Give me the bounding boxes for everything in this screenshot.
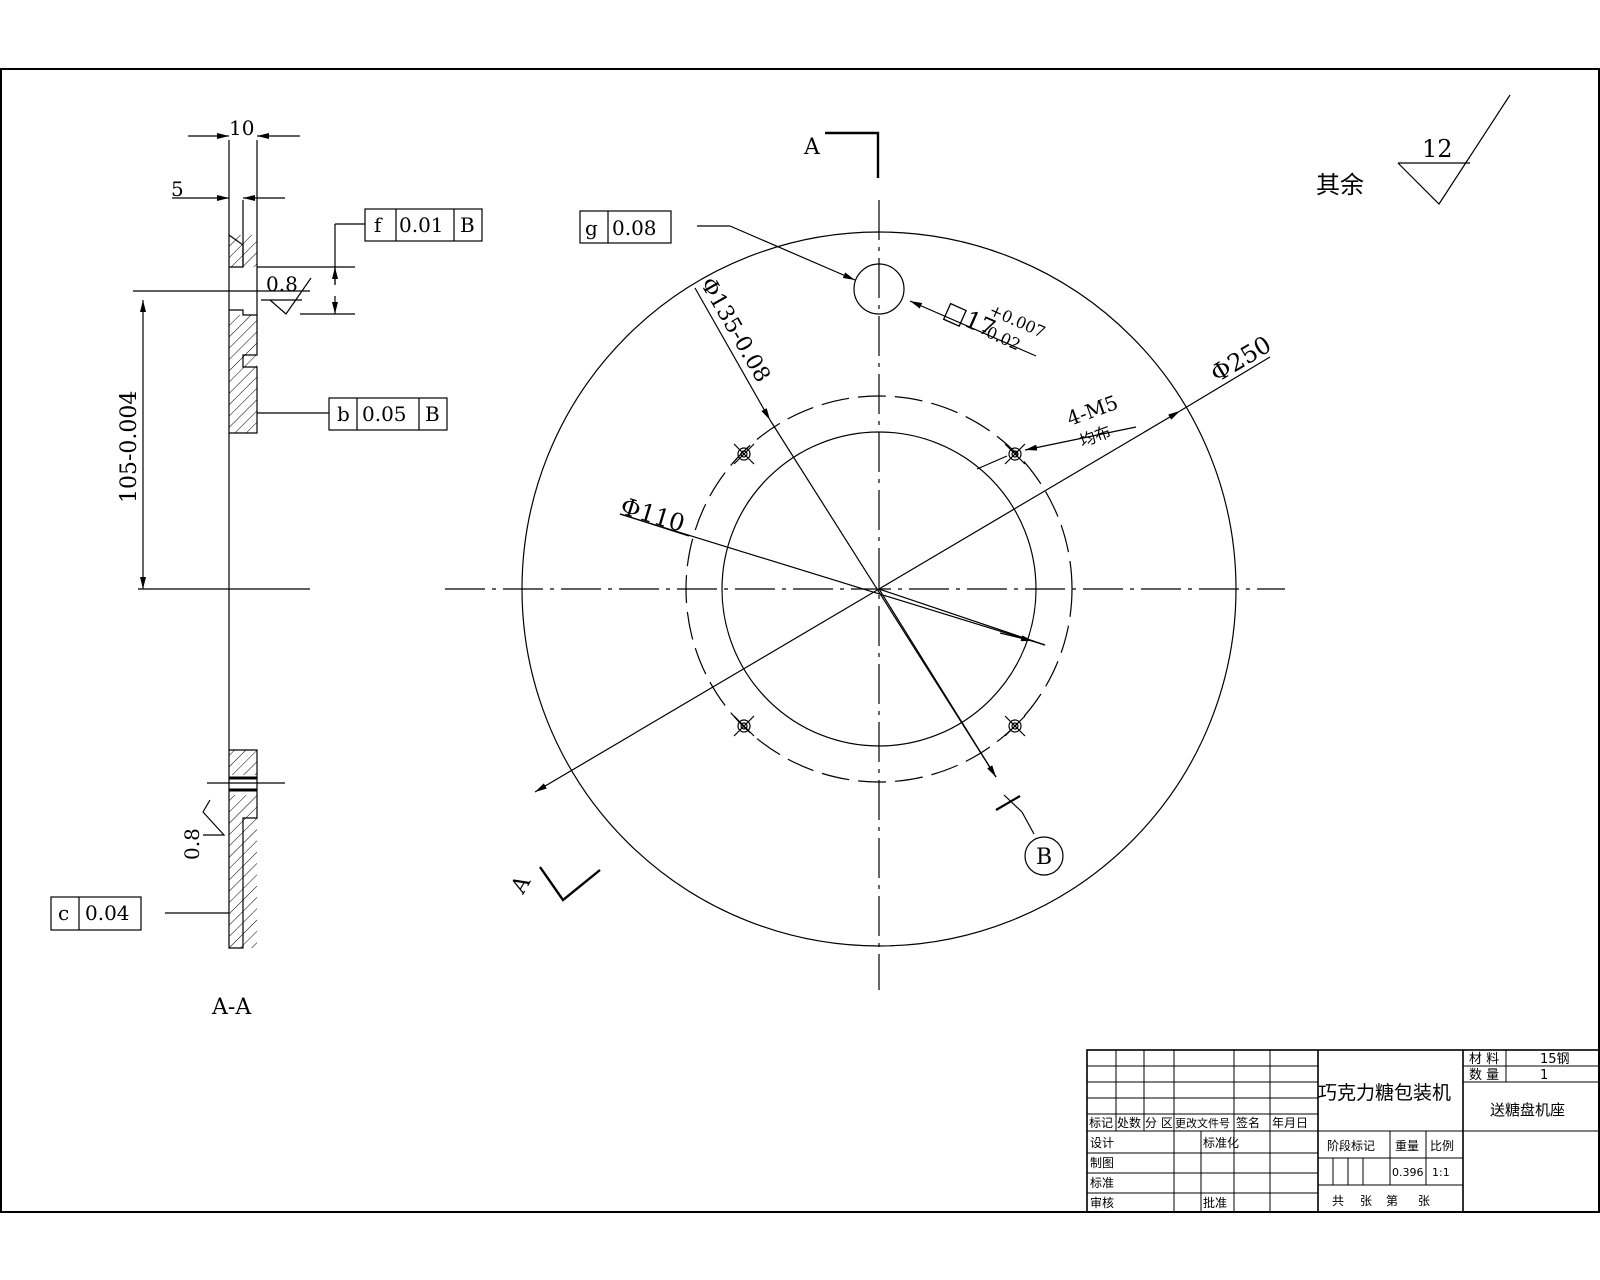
- thread-spec: 4-M5: [1064, 390, 1122, 431]
- rev-header-sign: 签名: [1236, 1115, 1260, 1130]
- rev-header-count: 处数: [1117, 1115, 1141, 1130]
- role-standardize: 标准化: [1203, 1136, 1239, 1150]
- tol-b-datum: B: [425, 402, 440, 426]
- datum-b-circle: [1024, 836, 1064, 876]
- title-block: [1086, 1049, 1600, 1213]
- rev-header-zone: 分 区: [1145, 1116, 1173, 1130]
- quantity-value: 1: [1540, 1068, 1548, 1083]
- weight-value: 0.396: [1392, 1166, 1424, 1179]
- dim-width-10: 10: [229, 116, 254, 140]
- surface-finish-rest-symbol: [1397, 94, 1511, 205]
- m5-hole-1: [733, 443, 755, 465]
- m5-hole-2: [1004, 443, 1026, 465]
- m5-hole-3: [733, 715, 755, 737]
- dim-pcd: Φ135-0.08: [695, 274, 775, 387]
- dim-step-5: 5: [171, 177, 184, 201]
- surface-finish-lower: 0.8: [180, 828, 204, 860]
- quantity-label: 数 量: [1469, 1068, 1499, 1083]
- role-design: 设计: [1090, 1136, 1114, 1150]
- m5-hole-4: [1004, 715, 1026, 737]
- section-view: [50, 133, 483, 949]
- section-label-top: A: [803, 135, 821, 160]
- pitch-circle: [685, 395, 1073, 783]
- tol-b-value: 0.05: [362, 402, 407, 426]
- sheet-no-label: 第: [1386, 1194, 1398, 1208]
- machine-name: 巧克力糖包装机: [1318, 1082, 1451, 1104]
- front-view: [445, 131, 1285, 990]
- inner-circle: [721, 431, 1037, 747]
- weight-label: 重量: [1395, 1139, 1419, 1153]
- scale-label: 比例: [1430, 1139, 1454, 1153]
- top-hole: [853, 263, 905, 315]
- material-label: 材 料: [1469, 1052, 1499, 1067]
- role-approve: 批准: [1203, 1195, 1227, 1210]
- hatch-upper: [229, 315, 257, 433]
- rev-header-mark: 标记: [1089, 1116, 1113, 1130]
- sheet-total-label: 共: [1332, 1194, 1344, 1208]
- section-cut-bottom: [539, 866, 601, 902]
- sheet-total-unit: 张: [1360, 1194, 1372, 1208]
- role-process: 审核: [1090, 1195, 1114, 1210]
- dim-outer: Φ250: [1206, 330, 1277, 388]
- scale-value: 1:1: [1432, 1166, 1450, 1179]
- tol-g-symbol: g: [585, 216, 598, 240]
- datum-b-label: B: [1036, 845, 1052, 870]
- sheet-no-unit: 张: [1418, 1194, 1430, 1208]
- role-drafting: 制图: [1090, 1156, 1114, 1170]
- tol-c-value: 0.04: [85, 901, 130, 925]
- rev-header-date: 年月日: [1272, 1116, 1308, 1130]
- tol-f-symbol: f: [374, 213, 383, 237]
- tol-c-symbol: c: [58, 901, 69, 925]
- title-block-text: 标记 处数 分 区 更改文件号 签名 年月日 设计 标准化 制图 标准 审核 批…: [1089, 1052, 1570, 1210]
- material-value: 15钢: [1540, 1052, 1570, 1067]
- tol-b-symbol: b: [337, 402, 350, 426]
- surface-finish-top: 0.8: [266, 272, 298, 296]
- hatch-bottom: [229, 795, 257, 948]
- hatch-lower: [229, 750, 257, 775]
- role-check: 标准: [1090, 1176, 1114, 1190]
- tol-f-datum: B: [460, 213, 475, 237]
- surface-finish-rest-label: 其余: [1316, 171, 1364, 199]
- dim-height-105: 105-0.004: [117, 391, 142, 503]
- outer-circle: [521, 231, 1237, 947]
- rev-header-docno: 更改文件号: [1175, 1116, 1230, 1130]
- hatch-top: [229, 235, 257, 267]
- section-title: A-A: [211, 995, 252, 1020]
- tol-g-value: 0.08: [612, 216, 657, 240]
- section-label-bottom: A: [506, 871, 537, 899]
- surface-finish-rest-value: 12: [1422, 135, 1453, 163]
- drawing-frame: [0, 68, 1600, 1213]
- stage-label: 阶段标记: [1327, 1138, 1375, 1153]
- section-cut-top: [825, 131, 880, 178]
- tol-f-value: 0.01: [399, 213, 444, 237]
- part-name: 送糖盘机座: [1490, 1101, 1565, 1119]
- dim-inner: Φ110: [617, 492, 688, 538]
